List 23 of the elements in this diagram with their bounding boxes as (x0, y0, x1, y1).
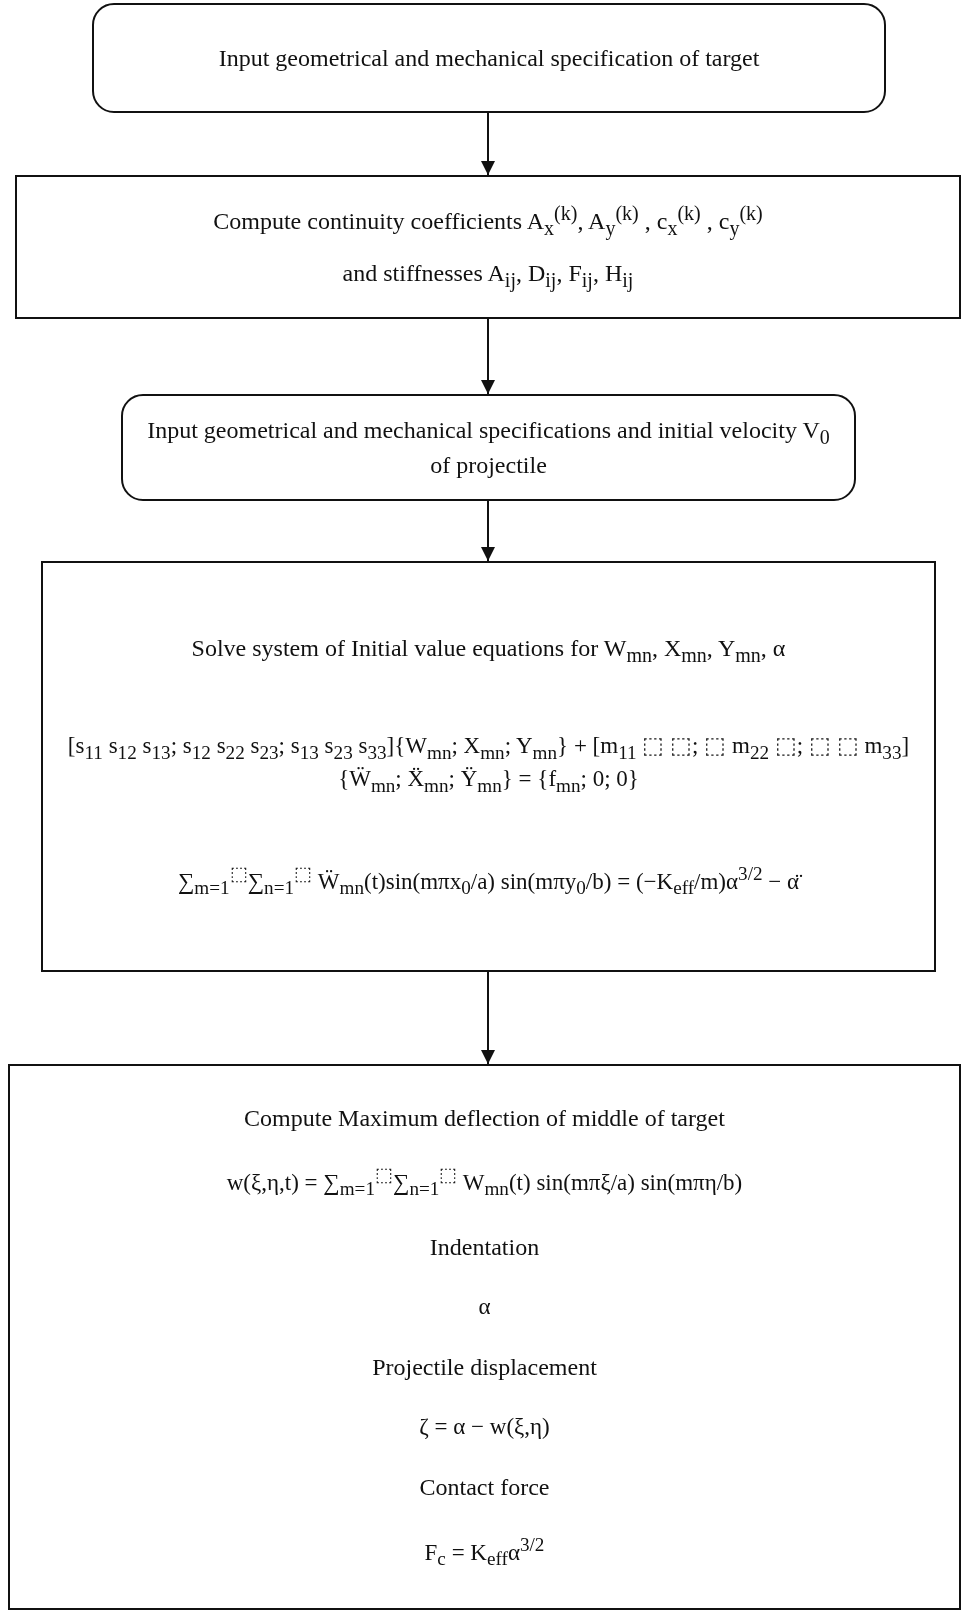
box-text: Input geometrical and mechanical specification of target (218, 44, 760, 73)
box-text: Contact force (419, 1473, 550, 1503)
arrow (481, 971, 495, 1065)
arrow (481, 112, 495, 176)
rounded-process-box (92, 3, 886, 113)
equation: F$_{c}$ = K$_{eff}$α$^{3/2}$ (424, 1533, 545, 1572)
box-text: Input geometrical and mechanical specifications and initial velocity V$_{0}$ of projectile (146, 416, 831, 480)
equation: ζ = α − w(ξ,η) (419, 1413, 550, 1441)
process-box (15, 175, 961, 319)
equation: [s$_{11}$ s$_{12}$ s$_{13}$; s$_{12}$ s$_{22}$ s$_{23}$; s$_{13}$ s$_{23}$ s$_{33}$]{W$_{mn}$; X$_{mn}$; Y$_{mn}$} + [m$_{11}$ ⬚ ⬚; ⬚ m$_{22}$ ⬚; ⬚ ⬚ m$_{33}$]{Ẅ$_{mn}$; Ẍ$_{mn}$; Ÿ$_{mn}$} = {f$_{mn}$; 0; 0} (66, 732, 911, 798)
box-text: Solve system of Initial value equations for W$_{mn}$, X$_{mn}$, Y$_{mn}$, α (191, 634, 786, 668)
process-box (41, 561, 936, 972)
arrow (481, 318, 495, 395)
equation: w(ξ,η,t) = ∑$_{m=1}$$^{⬚}$∑$_{n=1}$$^{⬚}$ W$_{mn}$(t) sin(mπξ/a) sin(mπη/b) (226, 1163, 743, 1202)
box-text: Indentation (429, 1233, 540, 1263)
equation: ∑$_{m=1}$$^{⬚}$∑$_{n=1}$$^{⬚}$ Ẅ$_{mn}$(t)sin(mπx$_{0}$/a) sin(mπy$_{0}$/b) = (−K$_{eff}$/m)α$^{3/2}$ − α̈ (177, 861, 800, 900)
box-text: Projectile displacement (372, 1353, 597, 1383)
box-text: and stiffnesses A$_{ij}$, D$_{ij}$, F$_{ij}$, H$_{ij}$ (342, 259, 634, 294)
rounded-process-box (121, 394, 856, 501)
arrow (481, 500, 495, 562)
box-text: Compute Maximum deflection of middle of target (244, 1103, 725, 1133)
equation: α (478, 1292, 491, 1321)
process-box (8, 1064, 961, 1610)
